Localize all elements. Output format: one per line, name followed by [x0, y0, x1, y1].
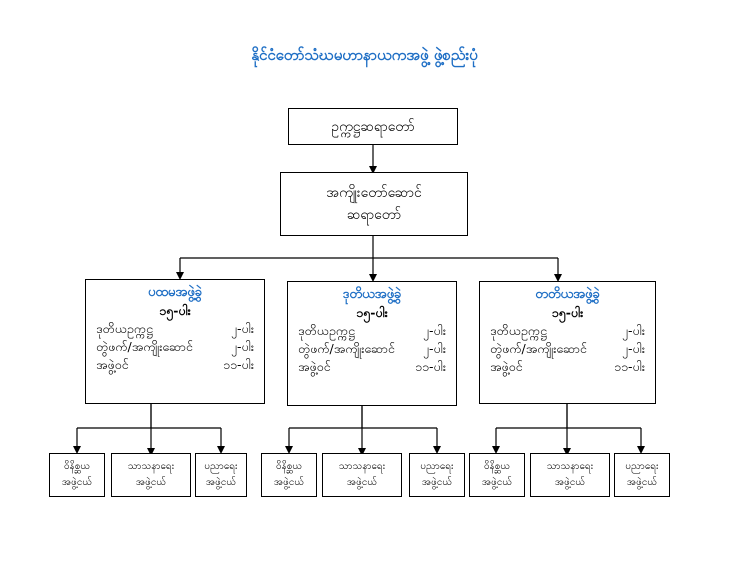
tier-name: ပထမအဖွဲ့ခွဲ	[147, 285, 203, 300]
leaf-line2: အဖွဲ့ငယ်	[554, 477, 586, 488]
leaf-line1: ဝိနိစ္ဆယ	[63, 461, 91, 472]
tier-row: ဒုတိယဥက္ကဋ္ဌ ၂-ပါး	[490, 322, 645, 340]
tier-count: ၁၅-ပါး	[159, 303, 191, 318]
leaf-node: ဝိနိစ္ဆယ အဖွဲ့ငယ်	[49, 453, 105, 497]
leaf-line2: အဖွဲ့ငယ်	[346, 477, 378, 488]
row-value: ၁၁-ပါး	[613, 359, 645, 374]
tier-row: တွဲဖက်/အကျိုးဆောင် ၂-ပါး	[490, 340, 645, 358]
row-label: တွဲဖက်/အကျိုးဆောင်	[96, 339, 193, 354]
leaf-node: ပညာရေး အဖွဲ့ငယ်	[195, 453, 247, 497]
node-secretary-line2: ဆရာတော်	[346, 207, 402, 223]
leaf-line2: အဖွဲ့ငယ်	[205, 477, 237, 488]
row-label: တွဲဖက်/အကျိုးဆောင်	[298, 341, 395, 356]
leaf-node: ပညာရေး အဖွဲ့ငယ်	[614, 453, 670, 497]
tier-row: အဖွဲ့ဝင် ၁၁-ပါး	[96, 356, 254, 374]
leaf-line1: ဝိနိစ္ဆယ	[275, 461, 303, 472]
leaf-node: ပညာရေး အဖွဲ့ငယ်	[409, 453, 465, 497]
tier-row: အဖွဲ့ဝင် ၁၁-ပါး	[490, 358, 645, 376]
leaf-node: သာသနာရေး အဖွဲ့ငယ်	[322, 453, 402, 497]
leaf-line2: အဖွဲ့ငယ်	[61, 477, 93, 488]
leaf-line1: ပညာရေး	[625, 461, 659, 472]
leaf-line2: အဖွဲ့ငယ်	[626, 477, 658, 488]
row-label: ဒုတိယဥက္ကဋ္ဌ	[490, 323, 547, 338]
leaf-line2: အဖွဲ့ငယ်	[481, 477, 513, 488]
node-tier-1: ပထမအဖွဲ့ခွဲ ၁၅-ပါး ဒုတိယဥက္ကဋ္ဌ၂-ပါး တွဲ…	[85, 279, 265, 404]
node-secretary-line1: အကျိုးတော်ဆောင်	[326, 185, 422, 201]
tier-row: အဖွဲ့ဝင် ၁၁-ပါး	[298, 358, 446, 376]
leaf-line2: အဖွဲ့ငယ်	[135, 477, 167, 488]
row-value: ၂-ပါး	[422, 323, 446, 338]
row-value: ၂-ပါး	[621, 323, 645, 338]
diagram-title: နိုင်ငံတော်သံဃမဟာနာယကအဖွဲ့ ဖွဲ့စည်းပုံ	[251, 46, 478, 64]
tier-count: ၁၅-ပါး	[356, 305, 388, 320]
leaf-node: သာသနာရေး အဖွဲ့ငယ်	[530, 453, 610, 497]
leaf-line1: သာသနာရေး	[127, 461, 175, 472]
row-value: ၁၁-ပါး	[414, 359, 446, 374]
row-value: ၂-ပါး	[230, 321, 254, 336]
tier-name: တတိယအဖွဲ့ခွဲ	[535, 287, 600, 302]
tier-row: တွဲဖက်/အကျိုးဆောင် ၂-ပါး	[96, 338, 254, 356]
row-value: ၂-ပါး	[230, 339, 254, 354]
node-chairman-label: ဥက္ကဋ္ဌဆရာတော်	[331, 118, 415, 135]
row-label: အဖွဲ့ဝင်	[298, 359, 331, 374]
row-label: တွဲဖက်/အကျိုးဆောင်	[490, 341, 587, 356]
leaf-node: သာသနာရေး အဖွဲ့ငယ်	[111, 453, 191, 497]
node-tier-2: ဒုတိယအဖွဲ့ခွဲ ၁၅-ပါး ဒုတိယဥက္ကဋ္ဌ၂-ပါး တ…	[287, 281, 457, 406]
leaf-line1: ဝိနိစ္ဆယ	[483, 461, 511, 472]
row-value: ၂-ပါး	[621, 341, 645, 356]
leaf-line1: ပညာရေး	[204, 461, 238, 472]
row-label: အဖွဲ့ဝင်	[96, 357, 129, 372]
node-tier-3: တတိယအဖွဲ့ခွဲ ၁၅-ပါး ဒုတိယဥက္ကဋ္ဌ၂-ပါး တွ…	[479, 281, 656, 404]
leaf-line1: သာသနာရေး	[546, 461, 594, 472]
row-label: အဖွဲ့ဝင်	[490, 359, 523, 374]
row-label: ဒုတိယဥက္ကဋ္ဌ	[96, 321, 153, 336]
node-secretary: အကျိုးတော်ဆောင် ဆရာတော်	[280, 172, 468, 236]
row-value: ၁၁-ပါး	[222, 357, 254, 372]
row-label: ဒုတိယဥက္ကဋ္ဌ	[298, 323, 355, 338]
tier-name: ဒုတိယအဖွဲ့ခွဲ	[342, 287, 402, 302]
node-chairman: ဥက္ကဋ္ဌဆရာတော်	[288, 108, 458, 145]
leaf-line2: အဖွဲ့ငယ်	[421, 477, 453, 488]
leaf-node: ဝိနိစ္ဆယ အဖွဲ့ငယ်	[261, 453, 317, 497]
leaf-line1: သာသနာရေး	[338, 461, 386, 472]
leaf-line2: အဖွဲ့ငယ်	[273, 477, 305, 488]
tier-count: ၁၅-ပါး	[551, 305, 584, 320]
leaf-node: ဝိနိစ္ဆယ အဖွဲ့ငယ်	[469, 453, 525, 497]
tier-row: ဒုတိယဥက္ကဋ္ဌ ၂-ပါး	[96, 320, 254, 338]
tier-row: တွဲဖက်/အကျိုးဆောင် ၂-ပါး	[298, 340, 446, 358]
tier-row: ဒုတိယဥက္ကဋ္ဌ ၂-ပါး	[298, 322, 446, 340]
row-value: ၂-ပါး	[422, 341, 446, 356]
leaf-line1: ပညာရေး	[420, 461, 454, 472]
